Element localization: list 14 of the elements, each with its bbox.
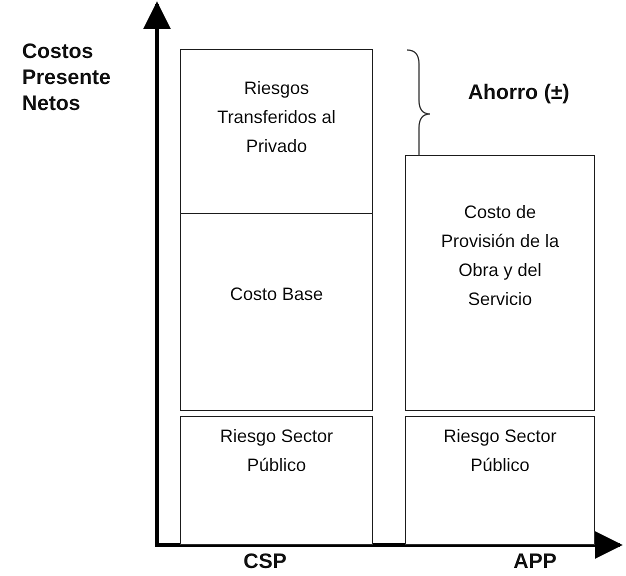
cost-block bbox=[405, 155, 595, 411]
block-label: Costo de Provisión de la Obra y del Servicio bbox=[440, 201, 560, 311]
axis-title: Costos Presente Netos bbox=[22, 39, 112, 117]
category-label: APP bbox=[512, 549, 558, 575]
block-label: Riesgos Transferidos al Privado bbox=[216, 77, 336, 158]
category-label: CSP bbox=[242, 549, 288, 575]
cost-block bbox=[180, 416, 373, 545]
cost-block bbox=[180, 49, 373, 215]
block-label: Riesgo Sector Público bbox=[218, 425, 334, 477]
cost-block bbox=[405, 416, 595, 545]
block-label: Costo Base bbox=[228, 283, 324, 306]
cost-block bbox=[180, 213, 373, 411]
savings-label: Ahorro (±) bbox=[468, 80, 570, 106]
block-label: Riesgo Sector Público bbox=[442, 425, 558, 477]
